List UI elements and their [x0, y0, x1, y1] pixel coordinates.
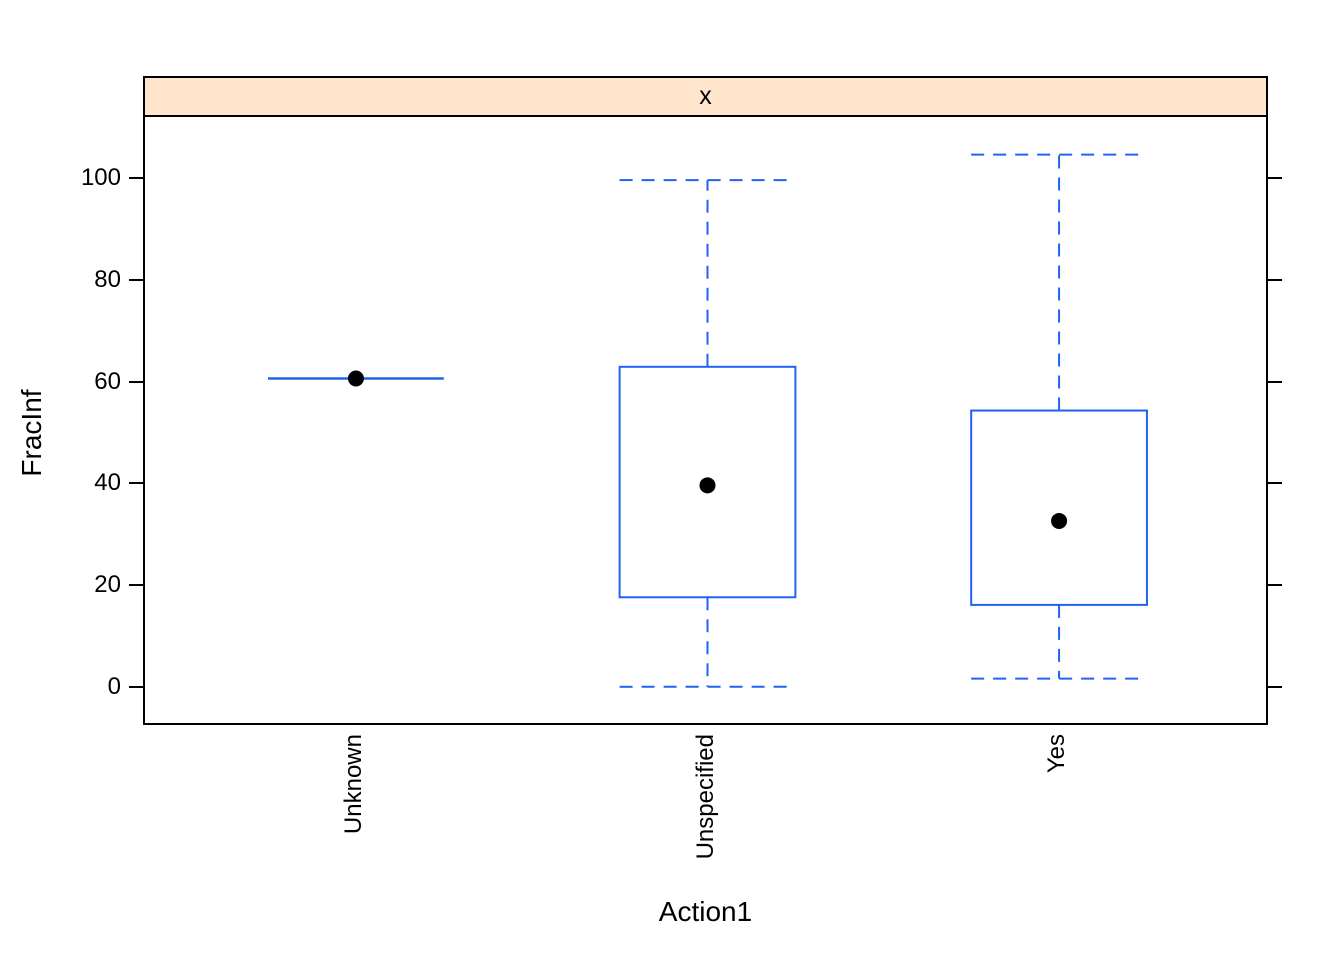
median-dot: [347, 370, 364, 387]
y-tick-mark-right: [1268, 278, 1282, 281]
x-category-label: Unspecified: [691, 734, 719, 860]
strip-label: x: [699, 82, 712, 110]
y-tick-label: 100: [80, 164, 121, 192]
y-tick-mark-left: [129, 278, 143, 281]
plot-panel: [143, 115, 1268, 725]
y-tick-mark-left: [129, 380, 143, 383]
y-tick-mark-left: [129, 482, 143, 485]
median-dot: [699, 477, 716, 494]
y-tick-label: 0: [107, 672, 121, 700]
y-tick-label: 80: [94, 265, 121, 293]
y-tick-mark-left: [129, 177, 143, 180]
x-axis-label: Action1: [658, 896, 753, 927]
y-tick-mark-left: [129, 584, 143, 587]
y-tick-mark-right: [1268, 177, 1282, 180]
x-category-label: Yes: [1043, 734, 1071, 774]
boxplot-canvas: [268, 153, 1148, 688]
x-category-label: Unknown: [339, 734, 367, 835]
y-tick-label: 40: [94, 469, 121, 497]
box-rect: [970, 409, 1148, 606]
median-dot: [1051, 512, 1068, 529]
y-axis-label: FracInf: [16, 389, 47, 477]
y-tick-mark-left: [129, 685, 143, 688]
y-tick-mark-right: [1268, 380, 1282, 383]
box-rect: [618, 365, 797, 599]
y-tick-label: 20: [94, 571, 121, 599]
y-tick-mark-right: [1268, 584, 1282, 587]
y-tick-label: 60: [94, 367, 121, 395]
y-tick-mark-right: [1268, 685, 1282, 688]
y-tick-mark-right: [1268, 482, 1282, 485]
strip: x: [143, 76, 1268, 117]
